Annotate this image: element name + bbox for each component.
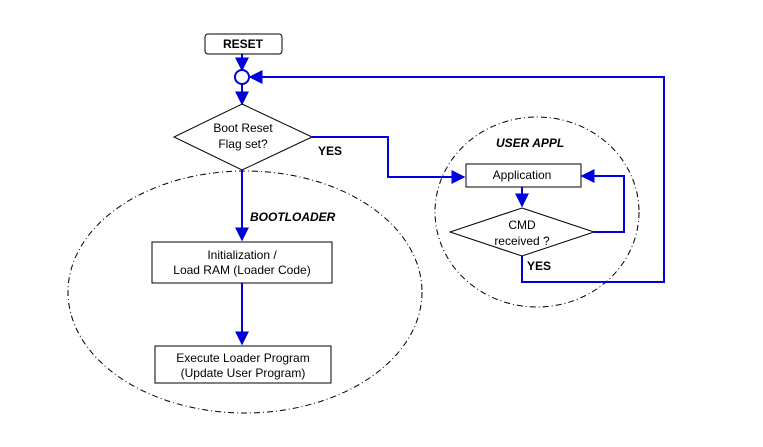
user-appl-region (434, 116, 640, 308)
yes-to-application (312, 136, 466, 184)
execute-label-1: Execute Loader Program (176, 351, 309, 365)
cmd-yes-to-junction (248, 70, 665, 283)
boot-reset-label-1: Boot Reset (213, 121, 273, 135)
user-appl-label: USER APPL (496, 136, 564, 150)
application-label: Application (493, 168, 552, 182)
execute-label-2: (Update User Program) (181, 366, 306, 380)
cmd-yes-label: YES (527, 259, 551, 273)
junction-circle (234, 69, 250, 85)
boot-reset-label-2: Flag set? (218, 137, 268, 151)
cmd-label-2: received ? (494, 234, 550, 248)
cmd-no-loop (580, 169, 625, 233)
cmd-received-decision (448, 207, 596, 257)
initialization-label-2: Load RAM (Loader Code) (173, 263, 310, 277)
reset-label: RESET (223, 37, 264, 51)
boot-yes-label: YES (318, 144, 342, 158)
reset-box (204, 33, 283, 55)
boot-reset-decision (172, 103, 314, 171)
bootloader-label: BOOTLOADER (250, 210, 336, 224)
cmd-label-1: CMD (508, 218, 536, 232)
initialization-label-1: Initialization / (207, 248, 277, 262)
bootloader-region (67, 170, 423, 414)
execute-loader-box (154, 345, 332, 384)
initialization-box (151, 241, 333, 284)
application-box (465, 163, 582, 188)
